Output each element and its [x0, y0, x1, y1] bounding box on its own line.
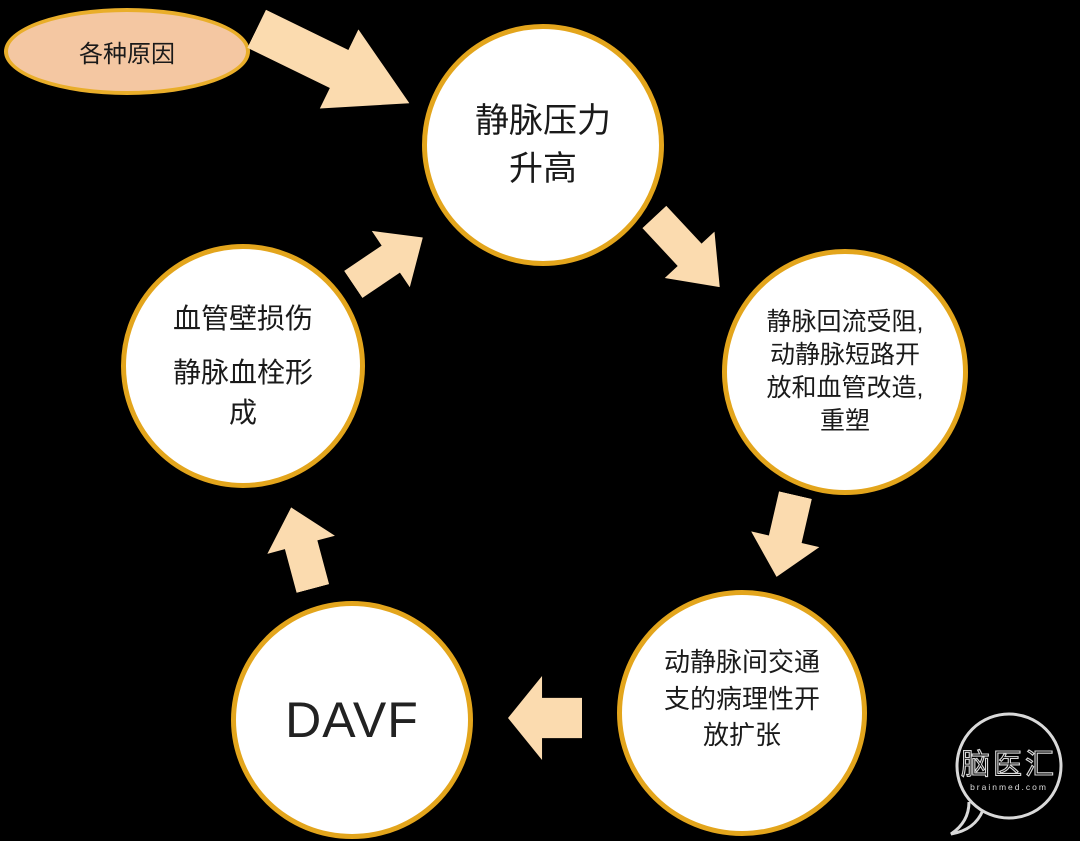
block-arrow-davf-to-vessel-injury-icon	[257, 498, 346, 597]
brand-watermark-logo: 脑医汇 brainmed.com	[950, 712, 1063, 836]
node-vessel-wall-injury-label: 血管壁损伤 静脉血栓形 成	[173, 299, 313, 432]
watermark-brand-text: 脑医汇	[961, 748, 1057, 781]
vessel-wall-injury-line: 血管壁损伤	[172, 303, 313, 335]
node-various-causes: 各种原因	[4, 8, 250, 95]
node-communicating-branches: 动静脉间交通 支的病理性开 放扩张	[617, 590, 867, 836]
watermark-bubble-outline	[955, 712, 1063, 820]
node-davf: DAVF	[231, 601, 473, 839]
watermark-bubble-tail	[950, 801, 985, 836]
node-venous-pressure-rise: 静脉压力 升高	[422, 24, 664, 266]
node-various-causes-label: 各种原因	[79, 41, 175, 68]
venous-thrombosis-line: 静脉血栓形 成	[172, 357, 313, 428]
node-venous-outflow-obstruction: 静脉回流受阻, 动静脉短路开 放和血管改造, 重塑	[722, 249, 968, 495]
node-venous-outflow-obstruction-label: 静脉回流受阻, 动静脉短路开 放和血管改造, 重塑	[766, 307, 924, 436]
watermark-site-text: brainmed.com	[970, 782, 1048, 792]
node-communicating-branches-label: 动静脉间交通 支的病理性开 放扩张	[663, 646, 820, 751]
block-arrow-outflow-to-branches-icon	[742, 487, 829, 585]
node-davf-label: DAVF	[285, 692, 419, 748]
block-arrow-cause-to-venous-pressure-icon	[237, 0, 428, 143]
block-arrow-branches-to-davf-icon	[508, 676, 582, 760]
node-venous-pressure-rise-label: 静脉压力 升高	[475, 101, 611, 188]
block-arrow-vessel-injury-to-venous-pressure-icon	[334, 209, 442, 312]
node-vessel-wall-injury: 血管壁损伤 静脉血栓形 成	[121, 244, 365, 488]
block-arrow-venous-pressure-to-outflow-icon	[629, 194, 744, 311]
